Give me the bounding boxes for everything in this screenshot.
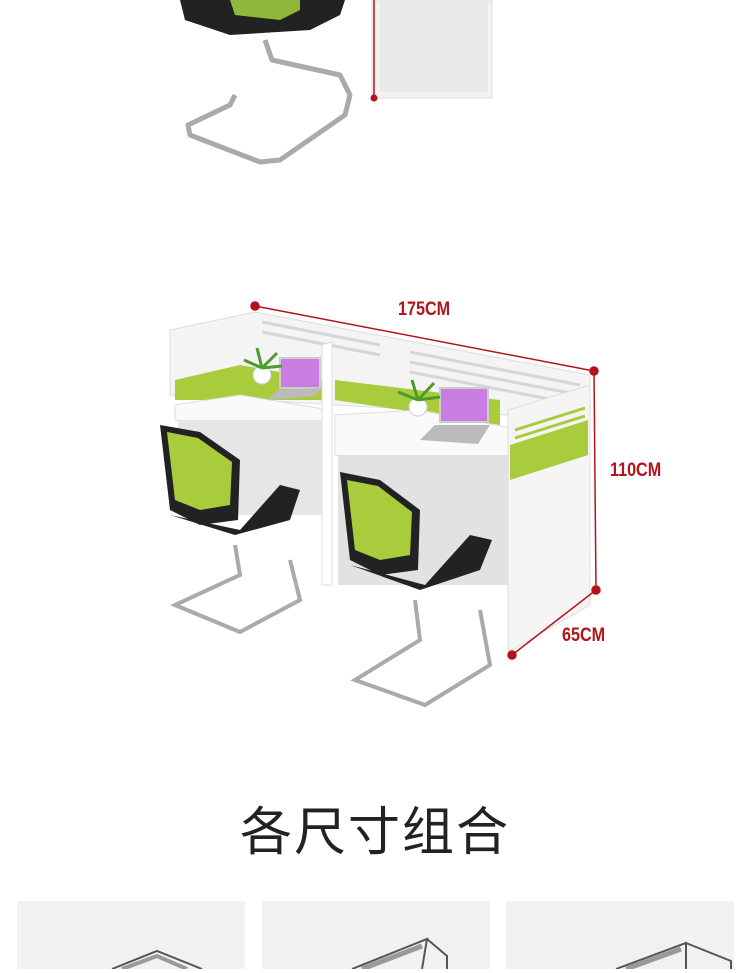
- width-dimension-label: 175CM: [398, 299, 451, 320]
- chair-image: [180, 0, 353, 165]
- dimension-lines: [250, 301, 601, 660]
- plant-right-image: [397, 379, 441, 417]
- depth-dimension-label: 65CM: [562, 625, 606, 646]
- laptop-left-image: [268, 357, 322, 400]
- cubicle-outline-icon: [111, 949, 203, 971]
- combo-thumbnail-3[interactable]: [506, 901, 734, 972]
- combo-thumbnail-1[interactable]: [17, 901, 245, 971]
- laptop-right-image: [420, 387, 490, 444]
- cubicle-outline-icon: [351, 937, 448, 972]
- workstation-image: [160, 301, 601, 708]
- plant-left-image: [243, 347, 283, 385]
- cubicle-outline-icon: [615, 941, 732, 972]
- chair-left-image: [160, 425, 303, 635]
- top-chair-desk-image: [180, 0, 493, 165]
- section-title: 各尺寸组合: [239, 803, 510, 863]
- chair-right-image: [340, 472, 493, 708]
- combo-thumbnail-2[interactable]: [262, 901, 490, 972]
- height-dimension-label: 110CM: [610, 460, 662, 481]
- desk-panel-image: [370, 0, 493, 102]
